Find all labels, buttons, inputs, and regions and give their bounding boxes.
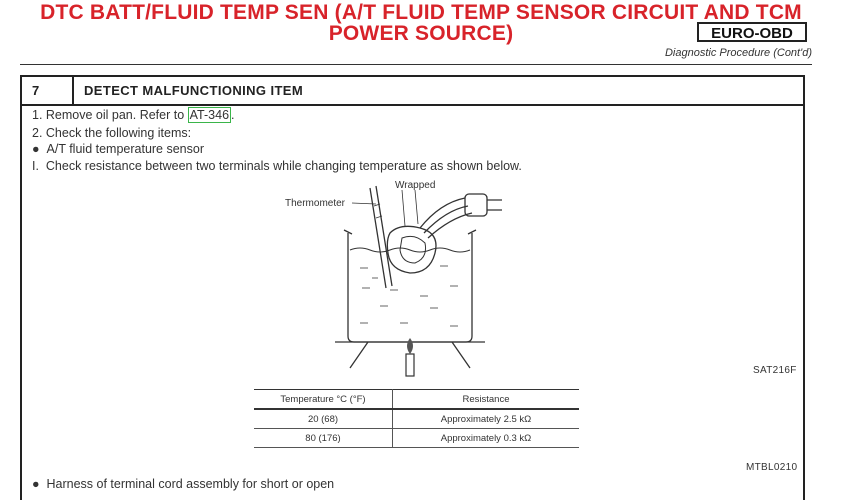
- thermometer-icon: [369, 185, 393, 289]
- section-subheading: Diagnostic Procedure (Cont'd): [664, 47, 812, 59]
- bullet-icon: ●: [32, 477, 40, 491]
- bullet-item-sensor: ● A/T fluid temperature sensor: [32, 142, 204, 156]
- table-cell-resistance: Approximately 0.3 kΩ: [392, 428, 579, 448]
- label-thermometer: Thermometer: [285, 198, 346, 209]
- temperature-sensor-icon: [386, 225, 437, 274]
- instruction-1-suffix: .: [231, 108, 235, 122]
- step-header-row: 7 DETECT MALFUNCTIONING ITEM: [22, 77, 803, 106]
- title-line-1: DTC BATT/FLUID TEMP SEN (A/T FLUID TEMP …: [40, 1, 802, 24]
- table-row: 80 (176) Approximately 0.3 kΩ: [254, 428, 579, 448]
- instruction-3-text: Check resistance between two terminals w…: [45, 159, 522, 173]
- sensor-test-illustration: [335, 185, 502, 377]
- table-row: 20 (68) Approximately 2.5 kΩ: [254, 409, 579, 429]
- burner-icon: [405, 353, 415, 377]
- title-line-2: POWER SOURCE): [328, 22, 514, 45]
- resistance-table: Temperature °C (°F) Resistance 20 (68) A…: [254, 389, 579, 448]
- procedure-step-box: 7 DETECT MALFUNCTIONING ITEM 1. Remove o…: [20, 75, 805, 500]
- table-code: MTBL0210: [746, 462, 798, 473]
- reference-link[interactable]: AT-346: [187, 107, 232, 123]
- step-title: DETECT MALFUNCTIONING ITEM: [84, 83, 304, 98]
- column-header-resistance: Resistance: [392, 389, 579, 410]
- bullet-1-text: A/T fluid temperature sensor: [46, 142, 204, 156]
- figure-code: SAT216F: [753, 365, 797, 376]
- bullet-2-text: Harness of terminal cord assembly for sh…: [46, 477, 335, 491]
- instruction-line-3: I. Check resistance between two terminal…: [32, 159, 522, 173]
- euro-obd-badge: EURO-OBD: [697, 22, 807, 42]
- flame-icon: [407, 338, 413, 354]
- table-cell-resistance: Approximately 2.5 kΩ: [392, 409, 579, 429]
- bullet-item-harness: ● Harness of terminal cord assembly for …: [32, 477, 334, 491]
- table-cell-temperature: 20 (68): [254, 409, 393, 429]
- bullet-icon: ●: [32, 142, 40, 156]
- step-number: 7: [22, 77, 74, 104]
- page-title: DTC BATT/FLUID TEMP SEN (A/T FLUID TEMP …: [0, 2, 842, 44]
- instruction-1-text: 1. Remove oil pan. Refer to: [32, 108, 188, 122]
- instruction-line-1: 1. Remove oil pan. Refer to AT-346.: [32, 107, 235, 123]
- sensor-wires: [419, 197, 473, 239]
- label-wrapped: Wrapped: [395, 180, 436, 191]
- table-header-row: Temperature °C (°F) Resistance: [254, 389, 579, 410]
- header-rule: [20, 64, 812, 65]
- table-cell-temperature: 80 (176): [254, 428, 393, 448]
- column-header-temperature: Temperature °C (°F): [254, 389, 393, 410]
- instruction-line-2: 2. Check the following items:: [32, 126, 192, 140]
- instruction-3-marker: I.: [32, 159, 39, 173]
- connector-icon: [464, 193, 488, 217]
